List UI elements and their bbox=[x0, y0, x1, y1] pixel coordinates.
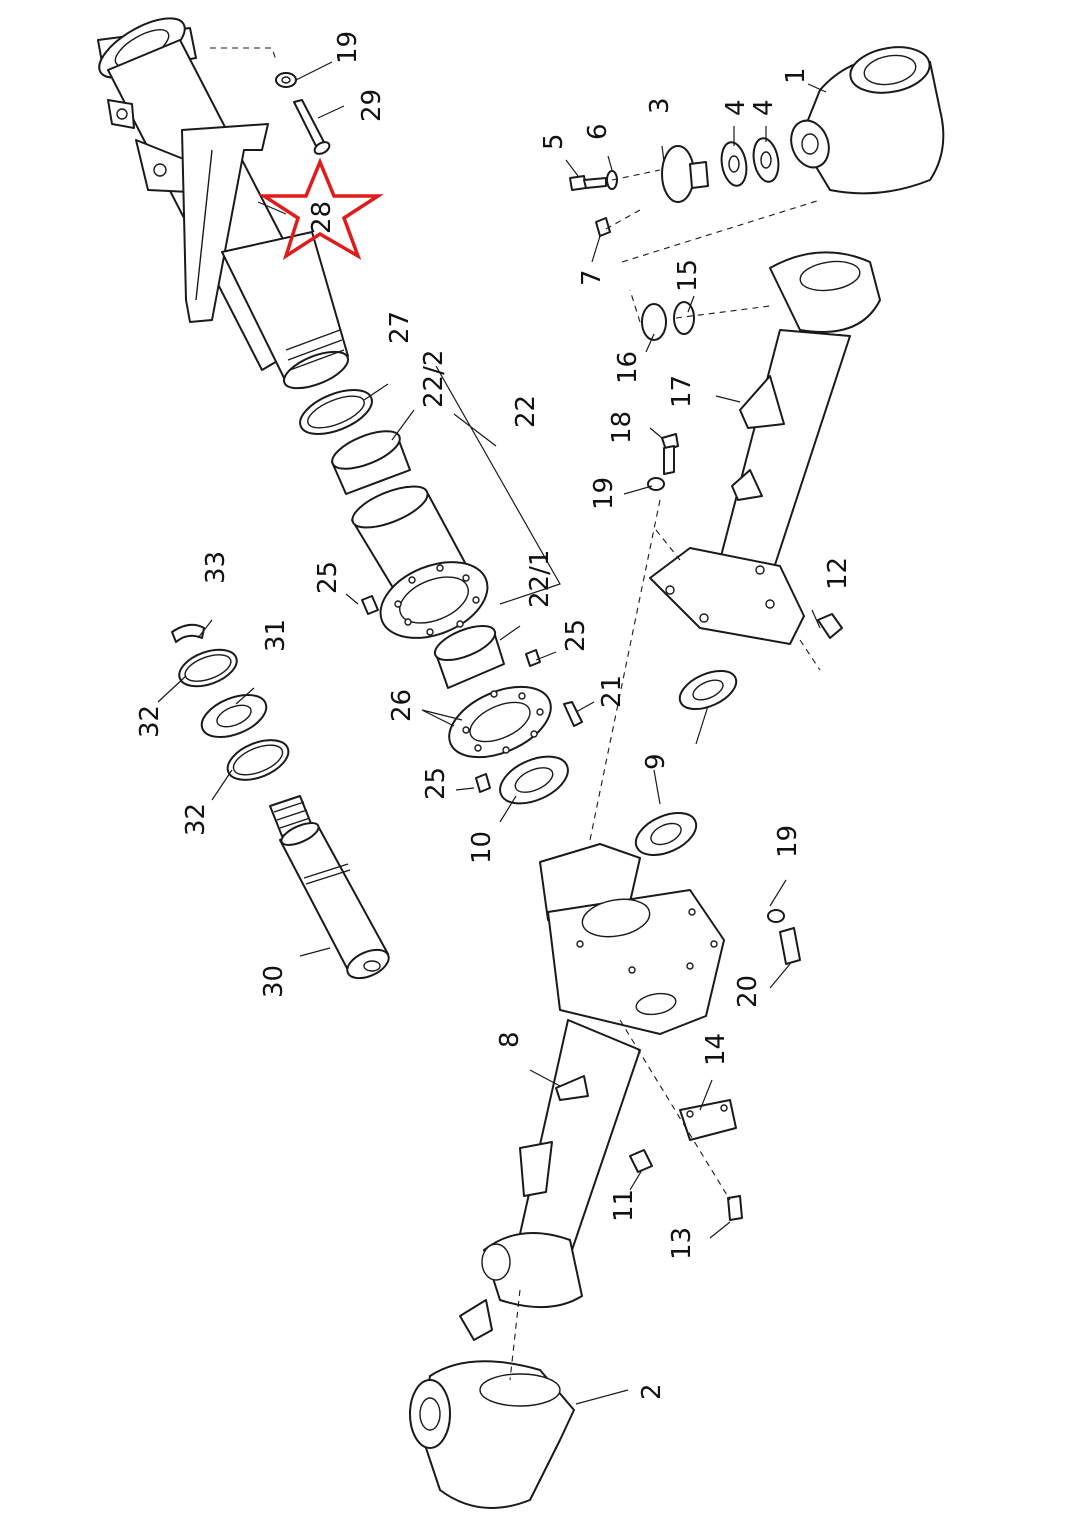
callout-16: 16 bbox=[613, 351, 643, 384]
washer-19-low bbox=[767, 909, 785, 923]
upper-left-axle-tube bbox=[97, 17, 349, 390]
callout-28: 28 bbox=[307, 201, 337, 234]
callout-22-1: 22/1 bbox=[525, 550, 555, 608]
callout-18: 18 bbox=[607, 411, 637, 444]
circlip-32b bbox=[226, 739, 290, 781]
grease-nipple-25c bbox=[475, 773, 491, 793]
callout-6: 6 bbox=[583, 123, 613, 140]
callout-5: 5 bbox=[539, 133, 569, 150]
lower-axle-tube bbox=[481, 1019, 641, 1309]
callout-10: 10 bbox=[467, 831, 497, 864]
circlip-33 bbox=[171, 623, 205, 643]
callout-14: 14 bbox=[701, 1033, 731, 1066]
swivel-housing-1 bbox=[790, 46, 945, 195]
callout-19c: 19 bbox=[773, 825, 803, 858]
axle-tube-17 bbox=[719, 251, 881, 581]
shaft-30 bbox=[269, 795, 390, 980]
grease-nipple-7 bbox=[595, 217, 611, 237]
leader-lines bbox=[157, 47, 827, 1405]
housing-22 bbox=[351, 485, 489, 639]
callout-22-2: 22/2 bbox=[419, 350, 449, 408]
washer-19-mid bbox=[647, 477, 665, 491]
bearing-31 bbox=[200, 694, 268, 738]
callout-labels: 1 2 3 4 4 5 6 7 8 9 10 11 12 13 14 15 16… bbox=[135, 31, 853, 1400]
callout-7: 7 bbox=[577, 269, 607, 286]
callout-25c: 25 bbox=[421, 767, 451, 800]
washer-19-top bbox=[275, 72, 297, 88]
callout-15: 15 bbox=[673, 259, 703, 292]
callout-4a: 4 bbox=[721, 99, 751, 116]
pin-21 bbox=[563, 701, 583, 727]
callout-4b: 4 bbox=[749, 99, 779, 116]
callout-32a: 32 bbox=[135, 705, 165, 738]
bushing-22-1 bbox=[433, 625, 505, 689]
star-shape bbox=[258, 157, 384, 261]
disc-16 bbox=[641, 303, 667, 341]
callout-33: 33 bbox=[201, 551, 231, 584]
ring-27 bbox=[299, 389, 373, 435]
callout-11: 11 bbox=[609, 1189, 639, 1222]
callout-13: 13 bbox=[667, 1227, 697, 1260]
nut-11 bbox=[629, 1149, 653, 1173]
differential-housing bbox=[539, 843, 725, 1035]
callout-9a: 9 bbox=[641, 753, 671, 770]
callout-26: 26 bbox=[387, 689, 417, 722]
shim-4a bbox=[720, 141, 748, 187]
callout-22: 22 bbox=[511, 395, 541, 428]
grease-nipple-25b bbox=[525, 649, 541, 667]
callout-25b: 25 bbox=[561, 619, 591, 652]
callout-19b: 19 bbox=[589, 477, 619, 510]
callout-2: 2 bbox=[637, 1383, 667, 1400]
seal-9b bbox=[634, 812, 698, 856]
cap-3 bbox=[661, 145, 709, 203]
callout-29: 29 bbox=[357, 89, 387, 122]
highlight-star bbox=[258, 157, 384, 261]
callout-31: 31 bbox=[261, 619, 291, 652]
callout-17: 17 bbox=[667, 375, 697, 408]
callout-21: 21 bbox=[597, 675, 627, 708]
pin-29 bbox=[293, 99, 331, 155]
callout-8: 8 bbox=[495, 1031, 525, 1048]
callout-32b: 32 bbox=[181, 803, 211, 836]
callout-3: 3 bbox=[645, 97, 675, 114]
flange-plate-26 bbox=[448, 685, 552, 759]
seal-9a bbox=[678, 669, 738, 711]
callout-12: 12 bbox=[823, 557, 853, 590]
callout-19a: 19 bbox=[333, 31, 363, 64]
bushing-22-2 bbox=[331, 430, 411, 495]
callout-30: 30 bbox=[259, 965, 289, 998]
bolt-18 bbox=[661, 433, 679, 475]
nut-12 bbox=[817, 613, 843, 639]
flange-12-plate bbox=[649, 547, 805, 645]
circlip-32a bbox=[178, 648, 238, 688]
bolt-13 bbox=[727, 1195, 743, 1221]
shim-4b bbox=[752, 137, 780, 183]
bolt-20 bbox=[779, 927, 801, 965]
callout-27: 27 bbox=[385, 311, 415, 344]
callout-25a: 25 bbox=[313, 561, 343, 594]
swivel-housing-2 bbox=[409, 1299, 575, 1509]
callout-20: 20 bbox=[733, 975, 763, 1008]
grease-nipple-25a bbox=[361, 595, 379, 615]
cover-14 bbox=[679, 1099, 737, 1141]
callout-1: 1 bbox=[781, 67, 811, 84]
bolt-5 bbox=[569, 175, 607, 191]
seal-10 bbox=[499, 755, 569, 805]
